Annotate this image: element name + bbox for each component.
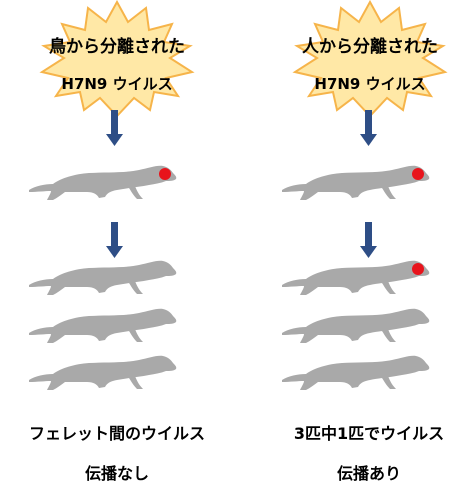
caption-line1: 3匹中1匹でウイルス — [293, 424, 445, 443]
burst-shape — [39, 0, 195, 118]
infection-dot — [159, 168, 171, 180]
donor-ferret — [29, 165, 177, 200]
caption-line2: 伝播あり — [336, 464, 401, 483]
virus-label-line2: H7N9 ウイルス — [61, 75, 172, 93]
human-column: 人から分離された H7N9 ウイルス — [282, 0, 448, 390]
contact-ferret — [282, 308, 430, 343]
burst-shape — [292, 0, 448, 118]
arrow-down-icon — [106, 110, 123, 146]
caption-line1: フェレット間のウイルス — [28, 424, 205, 443]
infection-dot — [412, 168, 424, 180]
caption-line2: 伝播なし — [84, 464, 149, 483]
human-result-caption: 3匹中1匹でウイルス 伝播あり — [252, 420, 469, 483]
virus-burst: 人から分離された H7N9 ウイルス — [292, 0, 448, 118]
donor-ferret — [282, 165, 430, 200]
virus-label-line1: 人から分離された — [302, 36, 438, 57]
contact-ferret — [282, 355, 430, 390]
contact-ferret — [29, 355, 177, 390]
infection-dot — [412, 263, 424, 275]
contact-ferret — [29, 260, 177, 295]
contact-ferret — [29, 308, 177, 343]
arrow-down-icon — [106, 222, 123, 258]
contact-ferret — [282, 260, 430, 295]
arrow-down-icon — [360, 222, 377, 258]
virus-label-line1: 鳥から分離された — [49, 36, 185, 57]
bird-result-caption: フェレット間のウイルス 伝播なし — [0, 420, 234, 483]
virus-burst: 鳥から分離された H7N9 ウイルス — [39, 0, 195, 118]
virus-label-line2: H7N9 ウイルス — [314, 75, 425, 93]
arrow-down-icon — [360, 110, 377, 146]
bird-column: 鳥から分離された H7N9 ウイルス — [29, 0, 195, 390]
